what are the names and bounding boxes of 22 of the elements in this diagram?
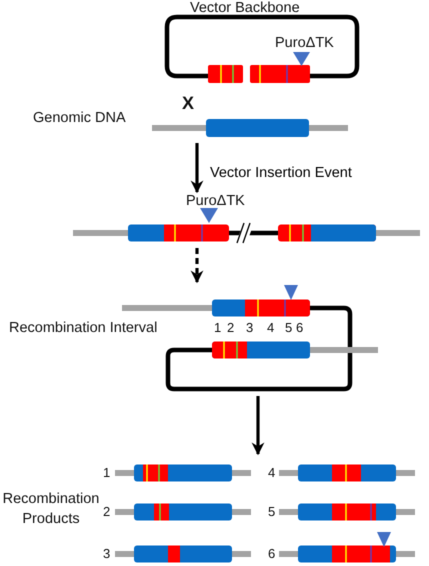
arrow — [190, 248, 204, 284]
callout-number: 5 — [268, 504, 276, 520]
callout-number: 1 — [214, 320, 222, 336]
callout-number: 4 — [267, 320, 274, 336]
callout-number: 3 — [103, 546, 110, 562]
callout-number: 3 — [246, 320, 254, 336]
callout-number: 6 — [296, 320, 304, 336]
callout-number: 2 — [103, 504, 110, 520]
figure-label: PuroΔTK — [186, 193, 245, 209]
figure-label: PuroΔTK — [275, 35, 334, 51]
arrow — [190, 143, 204, 194]
figure-label: Genomic DNA — [33, 110, 126, 126]
callout-number: 1 — [103, 465, 110, 481]
figure-label: Vector Backbone — [190, 0, 300, 16]
figure-label: Recombination Interval — [9, 320, 158, 336]
figure-label: Recombination Products — [2, 490, 100, 529]
arrow — [252, 396, 264, 456]
callout-number: 6 — [268, 546, 276, 562]
callout-number: 4 — [268, 465, 276, 481]
callout-number: 2 — [227, 320, 234, 336]
cross-symbol: X — [182, 94, 194, 112]
callout-number: 5 — [285, 320, 292, 336]
